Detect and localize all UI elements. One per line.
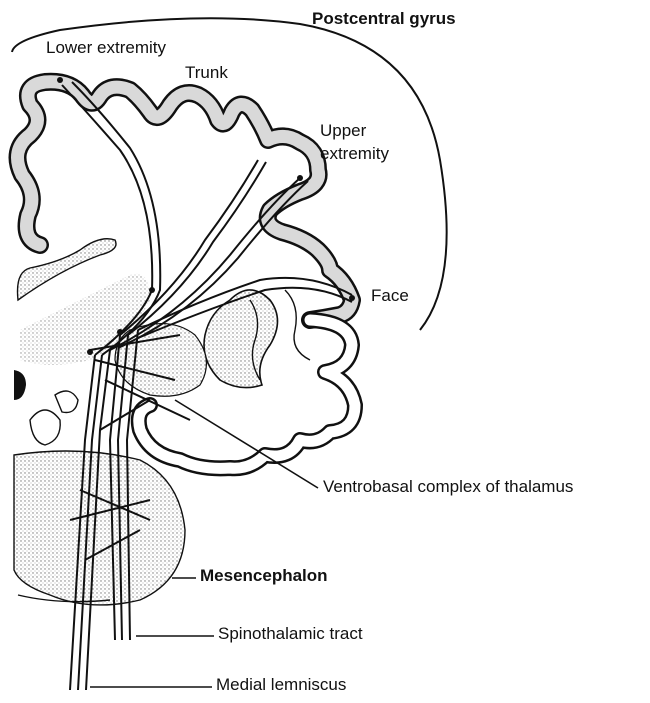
label-ventrobasal-complex: Ventrobasal complex of thalamus [323,478,573,497]
label-upper-extremity-line2: extremity [320,145,389,164]
label-medial-lemniscus: Medial lemniscus [216,676,346,695]
label-mesencephalon: Mesencephalon [200,567,328,586]
postcentral-gyrus-bracket [12,18,447,330]
dark-nucleus-upper [14,370,26,400]
label-lower-extremity: Lower extremity [46,39,166,58]
mesencephalon-region [14,451,185,605]
insula-folds [204,290,278,388]
label-face: Face [371,287,409,306]
cortex-outline [18,82,353,320]
label-spinothalamic-tract: Spinothalamic tract [218,625,363,644]
label-upper-extremity-line1: Upper [320,122,366,141]
label-trunk: Trunk [185,64,228,83]
label-postcentral-gyrus: Postcentral gyrus [312,10,456,29]
